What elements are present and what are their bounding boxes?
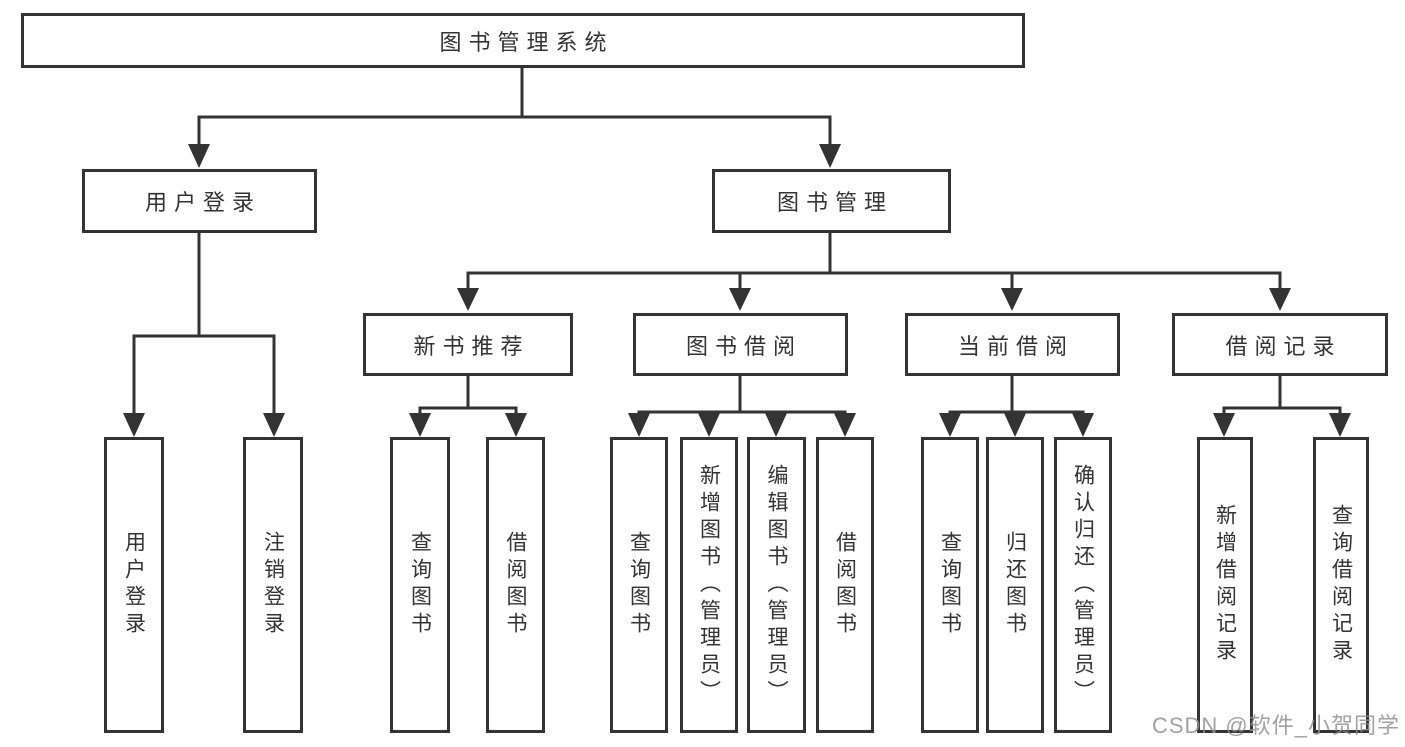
leaf-borrow-books: 借阅图书 (816, 437, 874, 733)
leaf-query-borrow-record: 查询借阅记录 (1313, 437, 1369, 733)
node-book-borrow: 图书借阅 (633, 313, 848, 376)
leaf-query-books-borrow: 查询图书 (610, 437, 668, 733)
node-current-borrow: 当前借阅 (905, 313, 1120, 376)
node-new-book-recommend: 新书推荐 (363, 313, 573, 376)
leaf-add-book-admin: 新增图书（管理员） (680, 437, 738, 733)
leaf-return-book: 归还图书 (986, 437, 1044, 733)
node-book-management: 图书管理 (712, 169, 951, 233)
node-user-login: 用户登录 (82, 169, 317, 233)
leaf-user-login: 用户登录 (104, 437, 164, 733)
leaf-query-books-recommend: 查询图书 (390, 437, 450, 733)
leaf-add-borrow-record: 新增借阅记录 (1197, 437, 1253, 733)
leaf-edit-book-admin: 编辑图书（管理员） (747, 437, 806, 733)
arrow-down-icons (123, 144, 1351, 437)
node-root-system: 图书管理系统 (21, 13, 1025, 68)
leaf-logout: 注销登录 (243, 437, 303, 733)
leaf-borrow-books-recommend: 借阅图书 (486, 437, 545, 733)
leaf-query-books-current: 查询图书 (921, 437, 979, 733)
node-borrow-records: 借阅记录 (1172, 313, 1388, 376)
csdn-watermark: CSDN @软件_小贺同学 (1151, 713, 1400, 738)
leaf-confirm-return-admin: 确认归还（管理员） (1054, 437, 1112, 733)
